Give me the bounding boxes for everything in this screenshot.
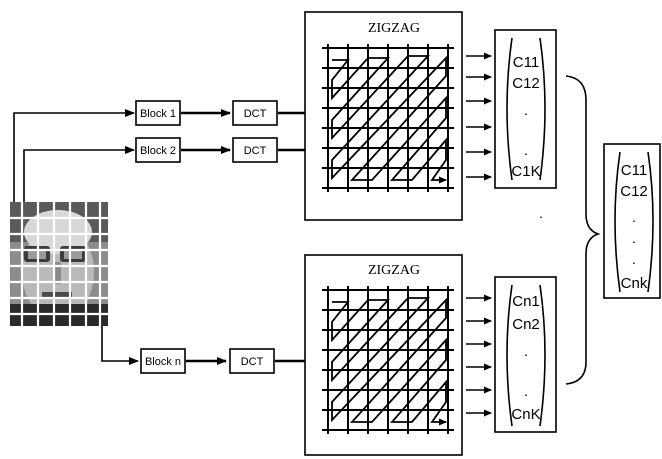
vector-2-first-coeff: Cn1 [512,293,540,310]
block-1-row: Block 1 DCT [136,101,317,125]
face-image [10,202,108,326]
vector-2-last-coeff: CnK [511,406,540,423]
vector-1-first-coeff: C11 [513,54,539,71]
vector-1-dots-top: . [524,102,528,118]
vector-1-last-coeff: C1K [511,163,540,180]
connector-block-2 [24,150,134,202]
dct-n-label: DCT [241,356,264,368]
combined-dots-2: . [632,230,636,246]
vector-2-dots-bottom: . [524,383,528,399]
combined-first-coeff: C11 [621,162,647,179]
block-2-label: Block 2 [140,145,176,157]
connector-block-1 [14,113,134,202]
vector-1-second-coeff: C12 [512,75,540,92]
vector-1-dots-bottom: . [524,142,528,158]
combined-second-coeff: C12 [620,183,648,200]
zigzag-panel-2-title: ZIGZAG [368,263,420,278]
vectors-ellipsis: . [539,205,543,221]
zigzag-panel-1-title: ZIGZAG [368,21,420,36]
zigzag-2-output-arrows [466,298,491,413]
combined-dots-1: . [632,209,636,225]
zigzag-1-output-arrows [466,56,491,177]
combined-feature-vector: C11 C12 . . . Cnk [604,144,660,298]
block-n-row: Block n DCT [141,349,317,373]
block-n-label: Block n [145,356,181,368]
combined-last-coeff: Cnk [621,275,648,292]
dct-2-label: DCT [244,145,267,157]
merge-curly-brace [566,76,598,384]
block-1-label: Block 1 [140,108,176,120]
coefficient-vector-2: Cn1 Cn2 . . CnK [495,277,556,432]
coefficient-vector-1: C11 C12 . . C1K [495,30,556,188]
zigzag-panel-1: ZIGZAG [305,12,462,220]
block-2-row: Block 2 DCT [136,138,317,162]
zigzag-panel-2: ZIGZAG [305,255,462,455]
connector-block-n [102,326,138,361]
combined-dots-3: . [632,251,636,267]
dct-1-label: DCT [244,108,267,120]
vector-2-second-coeff: Cn2 [512,316,540,333]
vector-2-dots-top: . [524,343,528,359]
